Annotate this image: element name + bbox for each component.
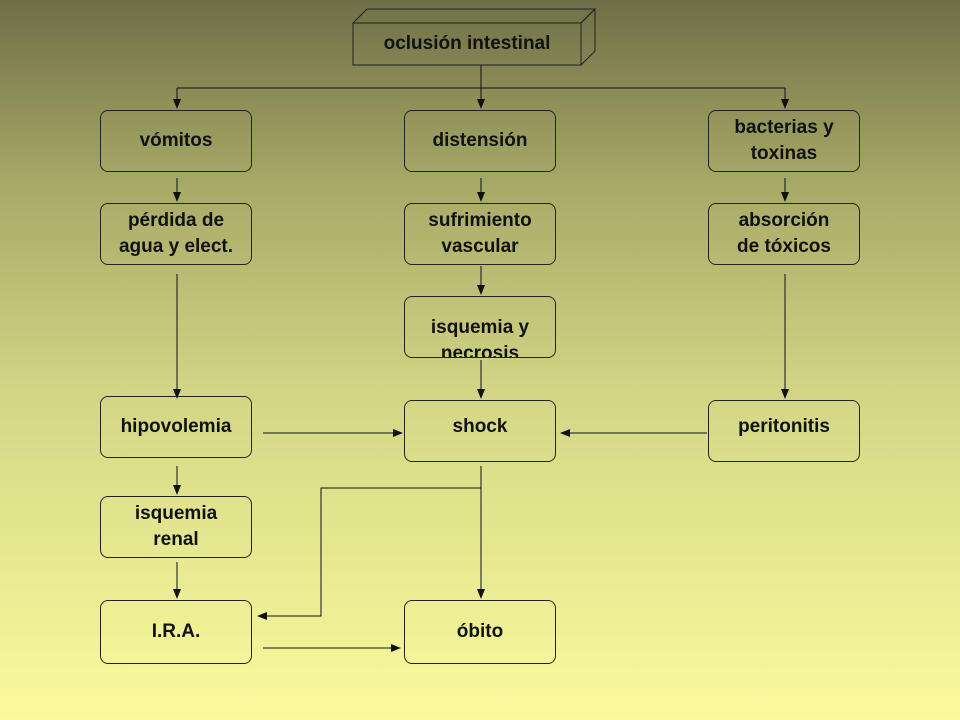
node-label: pérdida de agua y elect.: [118, 210, 234, 257]
node-perdida-agua[interactable]: pérdida de agua y elect.: [100, 203, 252, 265]
node-label: absorción de tóxicos: [737, 210, 831, 257]
node-label: peritonitis: [738, 416, 830, 437]
node-label: isquemia y necrosis: [430, 317, 530, 358]
node-label: vómitos: [139, 130, 213, 151]
node-isquemia-renal[interactable]: isquemia renal: [100, 496, 252, 558]
node-distension[interactable]: distensión: [404, 110, 556, 172]
node-isquemia-necrosis[interactable]: isquemia y necrosis: [404, 296, 556, 358]
node-bacterias-toxinas[interactable]: bacterias y toxinas: [708, 110, 860, 172]
node-sufrimiento-vascular[interactable]: sufrimiento vascular: [404, 203, 556, 265]
node-label: bacterias y toxinas: [734, 117, 834, 164]
node-label: shock: [452, 416, 508, 437]
node-shock[interactable]: shock: [404, 400, 556, 462]
node-label: hipovolemia: [120, 416, 232, 437]
node-peritonitis[interactable]: peritonitis: [708, 400, 860, 462]
title-box-3d: [351, 7, 597, 67]
node-label: óbito: [456, 621, 504, 642]
arrow-shock-ira: [257, 487, 481, 620]
node-label: I.R.A.: [151, 621, 201, 642]
node-label: distensión: [432, 130, 528, 151]
title-label: oclusión intestinal: [383, 33, 551, 54]
node-ira[interactable]: I.R.A.: [100, 600, 252, 664]
node-label: sufrimiento vascular: [428, 210, 532, 257]
node-label: isquemia renal: [134, 503, 218, 550]
node-vomitos[interactable]: vómitos: [100, 110, 252, 172]
node-absorcion-toxicos[interactable]: absorción de tóxicos: [708, 203, 860, 265]
node-obito[interactable]: óbito: [404, 600, 556, 664]
node-hipovolemia[interactable]: hipovolemia: [100, 396, 252, 458]
node-oclusion-intestinal[interactable]: oclusión intestinal: [353, 23, 581, 65]
